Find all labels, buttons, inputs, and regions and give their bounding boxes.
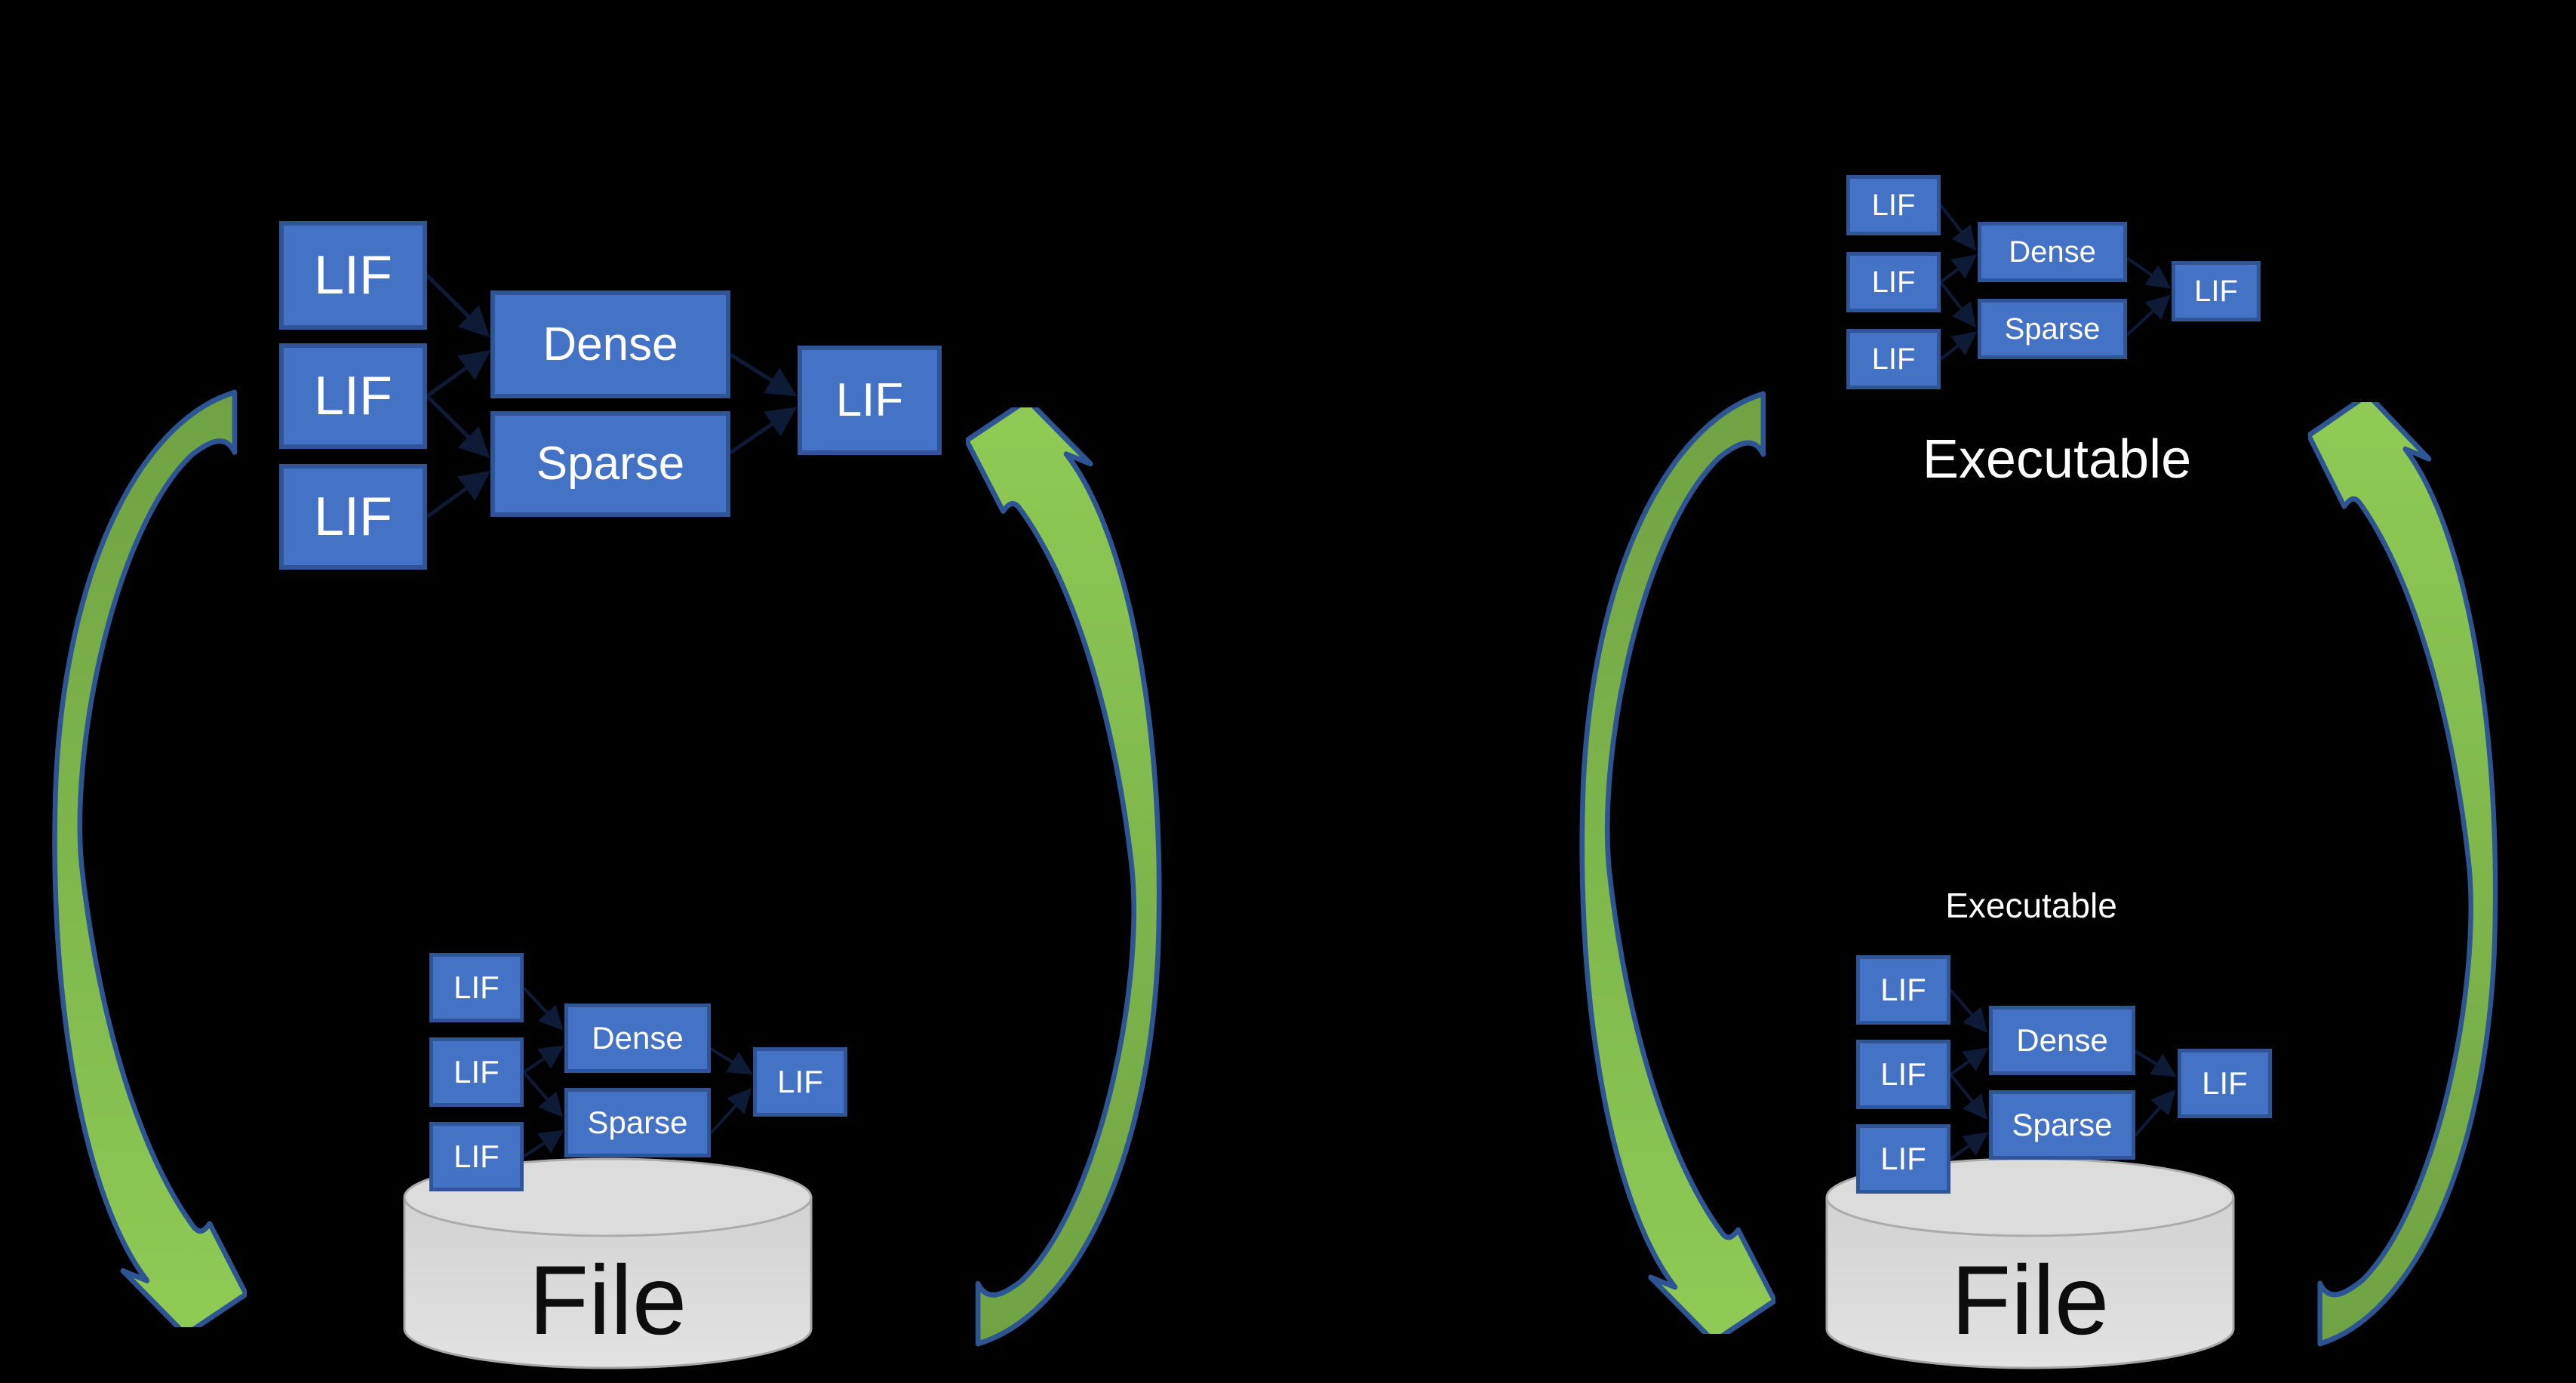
lif-box: LIF <box>1856 1040 1950 1109</box>
file-cylinder-label: File <box>528 1245 687 1355</box>
lif-box: LIF <box>279 221 427 330</box>
lif-label: LIF <box>2194 275 2238 308</box>
lif-label: LIF <box>1880 1056 1926 1092</box>
sparse-box: Sparse <box>1978 299 2127 359</box>
executable-label-bottom: Executable <box>1945 886 2117 925</box>
lif-box: LIF <box>429 953 524 1022</box>
sparse-box: Sparse <box>1989 1090 2135 1160</box>
sparse-label: Sparse <box>2004 312 2101 346</box>
lif-label: LIF <box>835 373 904 426</box>
lif-label: LIF <box>313 366 393 426</box>
save-to-file-arrow <box>33 389 247 1327</box>
dense-label: Dense <box>592 1020 684 1056</box>
lif-label: LIF <box>313 487 393 547</box>
lif-box: LIF <box>279 343 427 449</box>
lif-box: LIF <box>279 464 427 570</box>
network-connectors <box>1949 988 2177 1160</box>
dense-label: Dense <box>2009 235 2096 269</box>
dense-label: Dense <box>2016 1022 2108 1058</box>
lif-label: LIF <box>777 1064 823 1099</box>
lif-box: LIF <box>1846 175 1941 235</box>
lif-label: LIF <box>1871 266 1916 299</box>
file-cylinder-label: File <box>1950 1245 2110 1355</box>
lif-label: LIF <box>1880 972 1926 1007</box>
output-lif-box: LIF <box>753 1047 847 1117</box>
sparse-label: Sparse <box>536 438 685 490</box>
sparse-label: Sparse <box>587 1105 688 1140</box>
lif-box: LIF <box>1846 252 1941 312</box>
dense-box: Dense <box>1978 222 2127 282</box>
lif-label: LIF <box>2202 1065 2248 1101</box>
output-lif-box: LIF <box>798 346 942 455</box>
sparse-box: Sparse <box>564 1088 711 1157</box>
lif-label: LIF <box>453 970 500 1005</box>
lif-box: LIF <box>1856 1124 1950 1194</box>
lif-box: LIF <box>1846 329 1941 389</box>
output-lif-box: LIF <box>2172 261 2261 321</box>
network-connectors <box>522 986 753 1158</box>
executable-label-top: Executable <box>1922 429 2192 490</box>
dense-box: Dense <box>1989 1006 2135 1075</box>
sparse-box: Sparse <box>490 411 730 517</box>
network-connectors <box>426 274 798 519</box>
lif-label: LIF <box>313 245 393 306</box>
load-from-file-arrow <box>2308 402 2516 1347</box>
lif-box: LIF <box>429 1122 524 1191</box>
network-connectors <box>1939 204 2172 361</box>
load-from-file-arrow <box>966 407 1181 1347</box>
lif-box: LIF <box>1856 955 1950 1025</box>
save-to-file-arrow <box>1560 391 1775 1334</box>
lif-label: LIF <box>453 1139 500 1174</box>
sparse-label: Sparse <box>2012 1107 2113 1142</box>
lif-label: LIF <box>1880 1141 1926 1176</box>
lif-label: LIF <box>453 1054 500 1089</box>
lif-box: LIF <box>429 1037 524 1107</box>
dense-box: Dense <box>490 290 730 398</box>
output-lif-box: LIF <box>2178 1049 2272 1118</box>
lif-label: LIF <box>1871 343 1916 376</box>
lif-label: LIF <box>1871 189 1916 222</box>
dense-label: Dense <box>543 318 678 370</box>
dense-box: Dense <box>564 1003 711 1073</box>
